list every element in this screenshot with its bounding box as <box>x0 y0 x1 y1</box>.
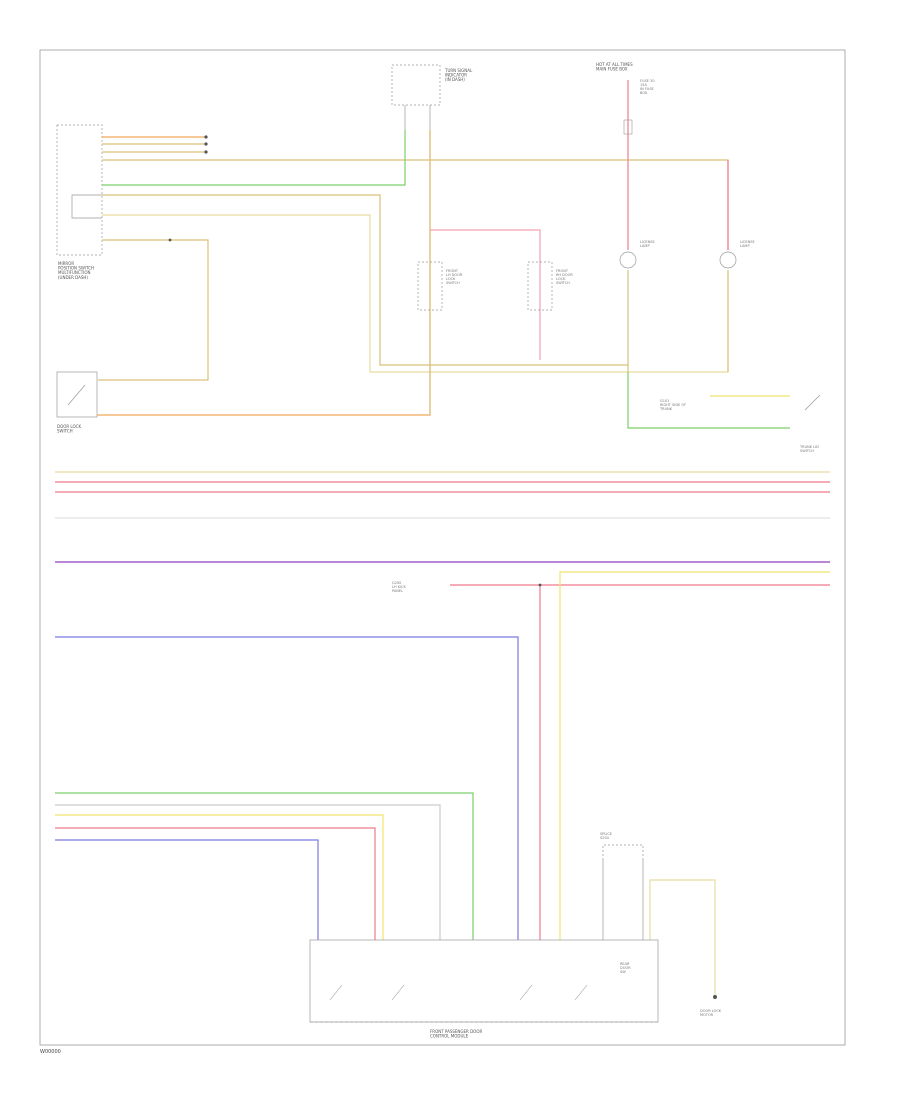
switch-right-box <box>527 261 553 311</box>
license-lamp-right <box>719 251 737 269</box>
horizontal-bus-wires <box>55 471 830 563</box>
lower-left-wire-bundle <box>55 792 474 940</box>
switch-left-box <box>417 261 443 311</box>
fuse-box-symbol <box>623 119 633 135</box>
page-border <box>39 49 846 1046</box>
left-module-box <box>56 124 103 256</box>
license-lamp-left <box>619 251 637 269</box>
left-module-bracket <box>71 194 102 219</box>
bottom-module-box <box>309 939 659 1023</box>
door-lock-motor-terminal <box>713 995 717 999</box>
page-code: W00000 <box>40 1049 61 1055</box>
top-module-box <box>391 64 441 106</box>
blue-wire <box>55 636 519 940</box>
door-lock-switch-box <box>56 371 98 418</box>
